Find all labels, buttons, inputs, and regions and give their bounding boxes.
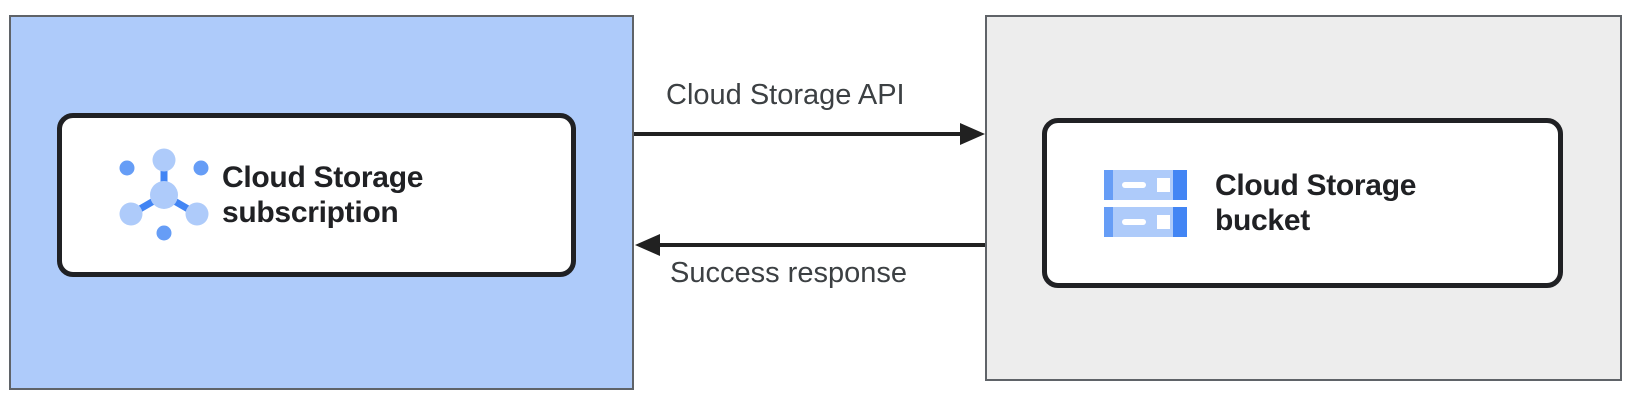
pubsub-subscription-icon <box>119 148 209 241</box>
subscription-node: Cloud Storage subscription <box>57 113 576 277</box>
bucket-node-label: Cloud Storage bucket <box>1215 168 1417 237</box>
bucket-zone: Cloud Storage bucket <box>985 15 1622 381</box>
success-response-edge-label: Success response <box>670 257 907 289</box>
api-request-edge-label: Cloud Storage API <box>666 79 905 111</box>
bucket-node: Cloud Storage bucket <box>1042 118 1563 288</box>
storage-bucket-icon <box>1104 169 1187 237</box>
arrowhead-left-icon <box>635 234 660 256</box>
subscription-node-label: Cloud Storage subscription <box>222 160 424 229</box>
success-response-arrow-line <box>658 243 985 247</box>
api-request-arrow-line <box>634 132 964 136</box>
arrowhead-right-icon <box>960 123 985 145</box>
subscription-zone: Cloud Storage subscription <box>9 15 634 390</box>
